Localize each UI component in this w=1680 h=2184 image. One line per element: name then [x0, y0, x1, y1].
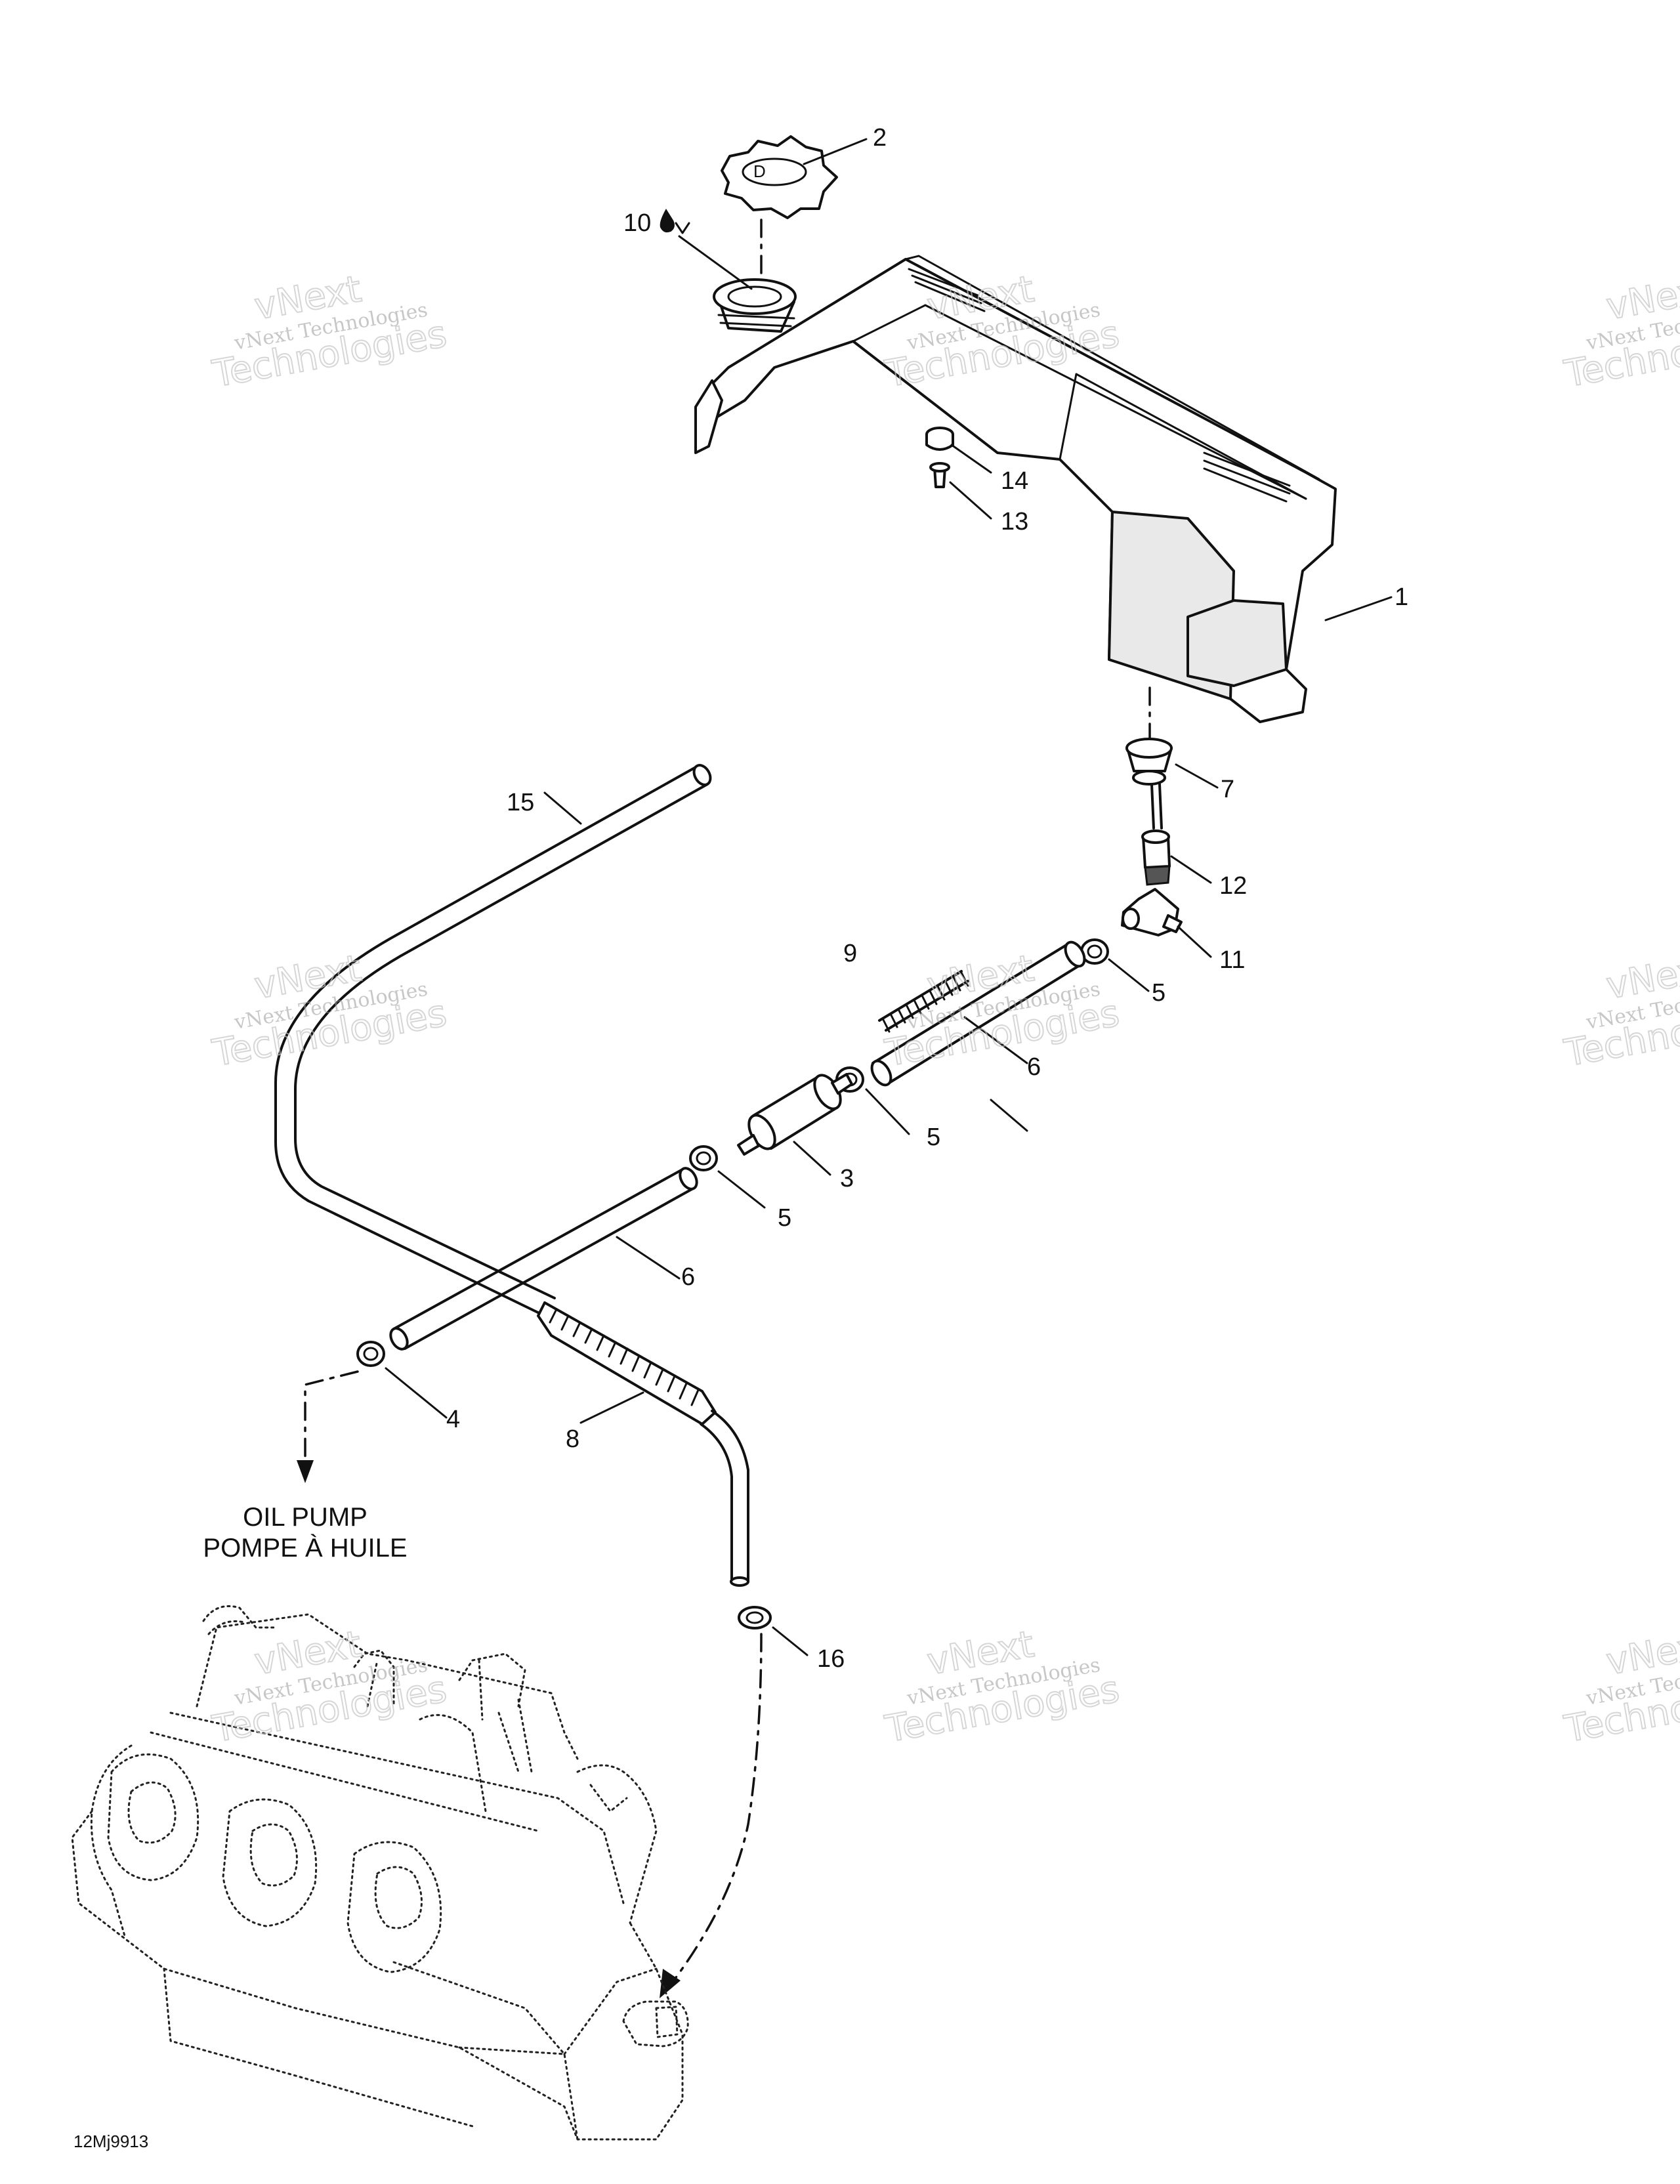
callout-14: 14 [1001, 467, 1028, 495]
clamp-lower [689, 1145, 718, 1171]
reference-code: 12Mj9913 [74, 2132, 148, 2151]
fuel-filter [737, 1073, 853, 1156]
callout-8: 8 [566, 1425, 579, 1453]
callout-6b: 6 [681, 1263, 695, 1291]
callout-2: 2 [873, 124, 887, 152]
caption-oil-pump-en: OIL PUMP [243, 1503, 368, 1532]
callout-9: 9 [843, 940, 857, 967]
callout-5a: 5 [1152, 979, 1166, 1007]
callout-12: 12 [1219, 872, 1247, 900]
engine-phantom [71, 1605, 689, 2141]
callout-15: 15 [507, 789, 534, 816]
oil-pump-caption: OIL PUMP POMPE À HUILE [203, 1503, 407, 1563]
watermark-mid-left: vNext vNext Technologies Technologies [209, 946, 451, 1076]
oil-tank [694, 255, 1337, 740]
callout-16: 16 [817, 1645, 845, 1673]
callout-5b: 5 [927, 1124, 940, 1151]
screw-and-washer [925, 427, 954, 488]
callout-1: 1 [1395, 583, 1408, 611]
watermark-low-left: vNext vNext Technologies Technologies [209, 1622, 451, 1752]
callout-10: 10 [623, 209, 651, 237]
tank-cap: D [721, 135, 838, 277]
clamp-bottom [356, 1341, 385, 1367]
watermark-top-right: vNext vNext Technologies Technologies [1561, 267, 1680, 396]
callout-numbers: 1 2 3 4 5 5 5 6 6 7 8 9 10 11 12 13 14 1… [446, 124, 1408, 1673]
watermark-low-center: vNext vNext Technologies Technologies [881, 1622, 1124, 1752]
hose-upper [870, 940, 1086, 1087]
callout-6a: 6 [1027, 1053, 1041, 1081]
vent-line [274, 764, 712, 1317]
clamp-16 [738, 1606, 772, 1629]
watermark-top-left: vNext vNext Technologies Technologies [209, 267, 451, 396]
routing-lines [297, 1370, 763, 1998]
callout-13: 13 [1001, 508, 1028, 536]
leader-lines [385, 138, 1393, 1656]
hose-lower [389, 1167, 698, 1351]
oil-drop-icon [660, 209, 675, 233]
callout-4: 4 [446, 1406, 460, 1433]
caption-oil-pump-fr: POMPE À HUILE [203, 1533, 407, 1563]
callout-7: 7 [1221, 776, 1234, 803]
callout-5c: 5 [778, 1204, 791, 1232]
watermark-low-right: vNext vNext Technologies Technologies [1561, 1622, 1680, 1752]
svg-text:D: D [753, 161, 766, 181]
protective-sleeve [537, 1301, 749, 1587]
spring [878, 970, 969, 1033]
outlet-fittings [1121, 738, 1183, 936]
callout-11: 11 [1219, 946, 1245, 974]
callout-3: 3 [840, 1165, 854, 1192]
watermark-mid-right: vNext vNext Technologies Technologies [1561, 946, 1680, 1076]
